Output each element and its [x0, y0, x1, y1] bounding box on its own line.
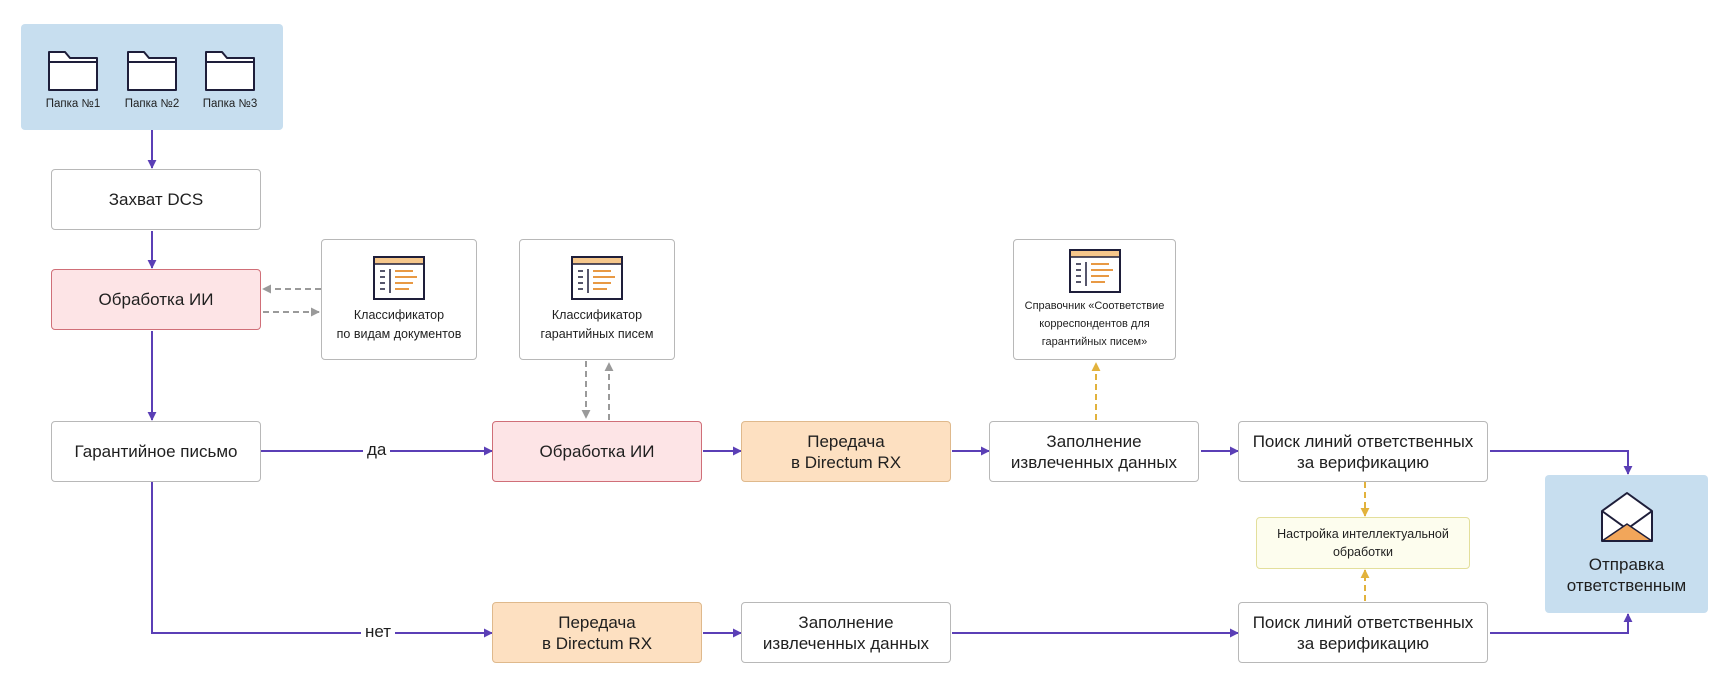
edge-no	[151, 482, 493, 638]
edge-search-send	[1490, 450, 1633, 475]
folder-3[interactable]: Папка №3	[198, 48, 262, 110]
search-responsible-node[interactable]: Поиск линий ответственных за верификацию	[1238, 421, 1488, 482]
folder-icon	[48, 51, 98, 91]
capture-label: Захват DCS	[108, 190, 204, 209]
envelope-icon	[1601, 492, 1653, 542]
edge-search2-send	[1490, 613, 1633, 634]
guarantee-letter-label: Гарантийное письмо	[74, 442, 238, 461]
ai-settings-node[interactable]: Настройка интеллектуальной обработки	[1256, 517, 1470, 569]
guarantee-classifier-card[interactable]: Классификатор гарантийных писем	[519, 239, 675, 360]
ai-processing-label-2: Обработка ИИ	[539, 441, 655, 461]
folder-label: Папка №2	[124, 98, 180, 110]
folder-label: Папка №3	[202, 98, 258, 110]
ai-processing-label: Обработка ИИ	[98, 289, 214, 309]
edge-label-no: нет	[361, 622, 396, 642]
doc-classifier-label: Классификатор по видам документов	[336, 307, 462, 341]
guarantee-letter-decision[interactable]: Гарантийное письмо	[51, 421, 261, 482]
folder-icon	[127, 51, 177, 91]
doc-classifier-card[interactable]: Классификатор по видам документов	[321, 239, 477, 360]
directory-icon	[571, 255, 623, 300]
folder-label: Папка №1	[45, 98, 101, 110]
folder-icon	[205, 51, 255, 91]
directory-icon	[373, 255, 425, 300]
guarantee-classifier-label: Классификатор гарантийных писем	[540, 307, 654, 341]
folder-1[interactable]: Папка №1	[41, 48, 105, 110]
capture-node[interactable]: Захват DCS	[51, 169, 261, 230]
fill-data-node-2[interactable]: Заполнение извлеченных данных	[741, 602, 951, 663]
correspondents-directory-label: Справочник «Соответствие корреспондентов…	[1024, 300, 1165, 348]
fill-data-node[interactable]: Заполнение извлеченных данных	[989, 421, 1199, 482]
correspondents-directory-card[interactable]: Справочник «Соответствие корреспондентов…	[1013, 239, 1176, 360]
folder-2[interactable]: Папка №2	[120, 48, 184, 110]
input-folders-panel: Папка №1 Папка №2 Папка №3	[21, 24, 283, 130]
ai-processing-node[interactable]: Обработка ИИ	[51, 269, 261, 330]
directory-icon	[1068, 249, 1121, 293]
edge-label-yes: да	[363, 440, 391, 460]
send-label: Отправка ответственным	[1566, 555, 1687, 595]
ai-processing-node-2[interactable]: Обработка ИИ	[492, 421, 702, 482]
search-responsible-node-2[interactable]: Поиск линий ответственных за верификацию	[1238, 602, 1488, 663]
send-panel[interactable]: Отправка ответственным	[1545, 475, 1708, 613]
transfer-node[interactable]: Передача в Directum RX	[741, 421, 951, 482]
transfer-node-2[interactable]: Передача в Directum RX	[492, 602, 702, 663]
